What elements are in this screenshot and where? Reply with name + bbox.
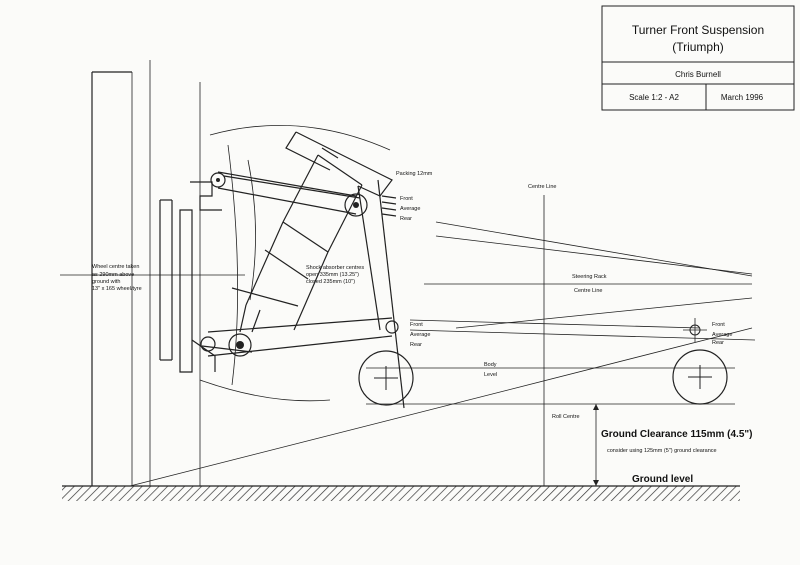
ground-clearance-note: consider using 125mm (5") ground clearan…	[607, 448, 717, 454]
chassis-wheel-right	[672, 349, 728, 405]
drawing-subtitle: (Triumph)	[672, 40, 724, 54]
upper-average-label: Average	[400, 206, 420, 212]
right-rear-label: Rear	[712, 340, 724, 346]
ground-hatch	[62, 486, 740, 501]
ground-clearance-label: Ground Clearance 115mm (4.5")	[601, 429, 752, 440]
shock-absorber[interactable]	[231, 147, 363, 333]
date-label: March 1996	[721, 93, 764, 102]
upper-inner-pivot	[210, 172, 226, 188]
lower-shock-mount	[228, 333, 252, 357]
upper-bracket	[285, 131, 405, 409]
body-level-label: Level	[484, 372, 497, 378]
shock-note: closed 235mm (10")	[306, 279, 355, 285]
lower-inner-pivot	[200, 336, 216, 352]
lower-front-label: Front	[410, 322, 423, 328]
right-pivot-marker	[683, 318, 707, 342]
wheel-centre-note: ground with	[92, 279, 120, 285]
packing-label: Packing 12mm	[396, 171, 433, 177]
lower-shock-mount	[236, 341, 244, 349]
lower-outer-pivot	[385, 320, 399, 334]
wheel-centre-note: as 290mm above	[92, 272, 134, 278]
ground-level-label: Ground level	[632, 474, 693, 485]
shock-note: Shock absorber centres	[306, 265, 364, 271]
swing-arcs	[199, 125, 391, 402]
lower-rear-label: Rear	[410, 342, 422, 348]
centre-line-label: Centre Line	[528, 184, 556, 190]
right-front-label: Front	[712, 322, 725, 328]
title-block-frame	[601, 5, 795, 111]
upper-inner-pivot	[216, 178, 220, 182]
lower-wishbone[interactable]	[201, 317, 393, 357]
clearance-arrow-up	[593, 404, 599, 410]
upright	[179, 181, 222, 373]
upper-wishbone[interactable]	[217, 171, 361, 215]
upper-outer-pivot	[353, 202, 359, 208]
shock-note: open 335mm (13.25")	[306, 272, 359, 278]
geometry-lines	[129, 195, 756, 487]
upper-front-label: Front	[400, 196, 413, 202]
body-level-label: Body	[484, 362, 497, 368]
drawing-title: Turner Front Suspension	[632, 23, 764, 37]
title-block	[601, 5, 795, 111]
right-average-label: Average	[712, 332, 732, 338]
wheel-centre-note: 13" x 165 wheel/tyre	[92, 286, 142, 292]
roll-centre-label: Roll Centre	[552, 414, 580, 420]
chassis-wheel-left	[358, 350, 414, 406]
lower-average-label: Average	[410, 332, 430, 338]
wheel-centre-note: Wheel centre taken	[92, 264, 139, 270]
author-name: Chris Burnell	[675, 70, 721, 79]
wheel-tyre	[91, 60, 201, 486]
steering-centre-line-label: Centre Line	[574, 288, 602, 294]
scale-label: Scale 1:2 - A2	[629, 93, 679, 102]
clearance-arrow-down	[593, 480, 599, 486]
upper-outer-pivot	[344, 193, 368, 217]
upper-rear-label: Rear	[400, 216, 412, 222]
steering-rack-label: Steering Rack	[572, 274, 607, 280]
